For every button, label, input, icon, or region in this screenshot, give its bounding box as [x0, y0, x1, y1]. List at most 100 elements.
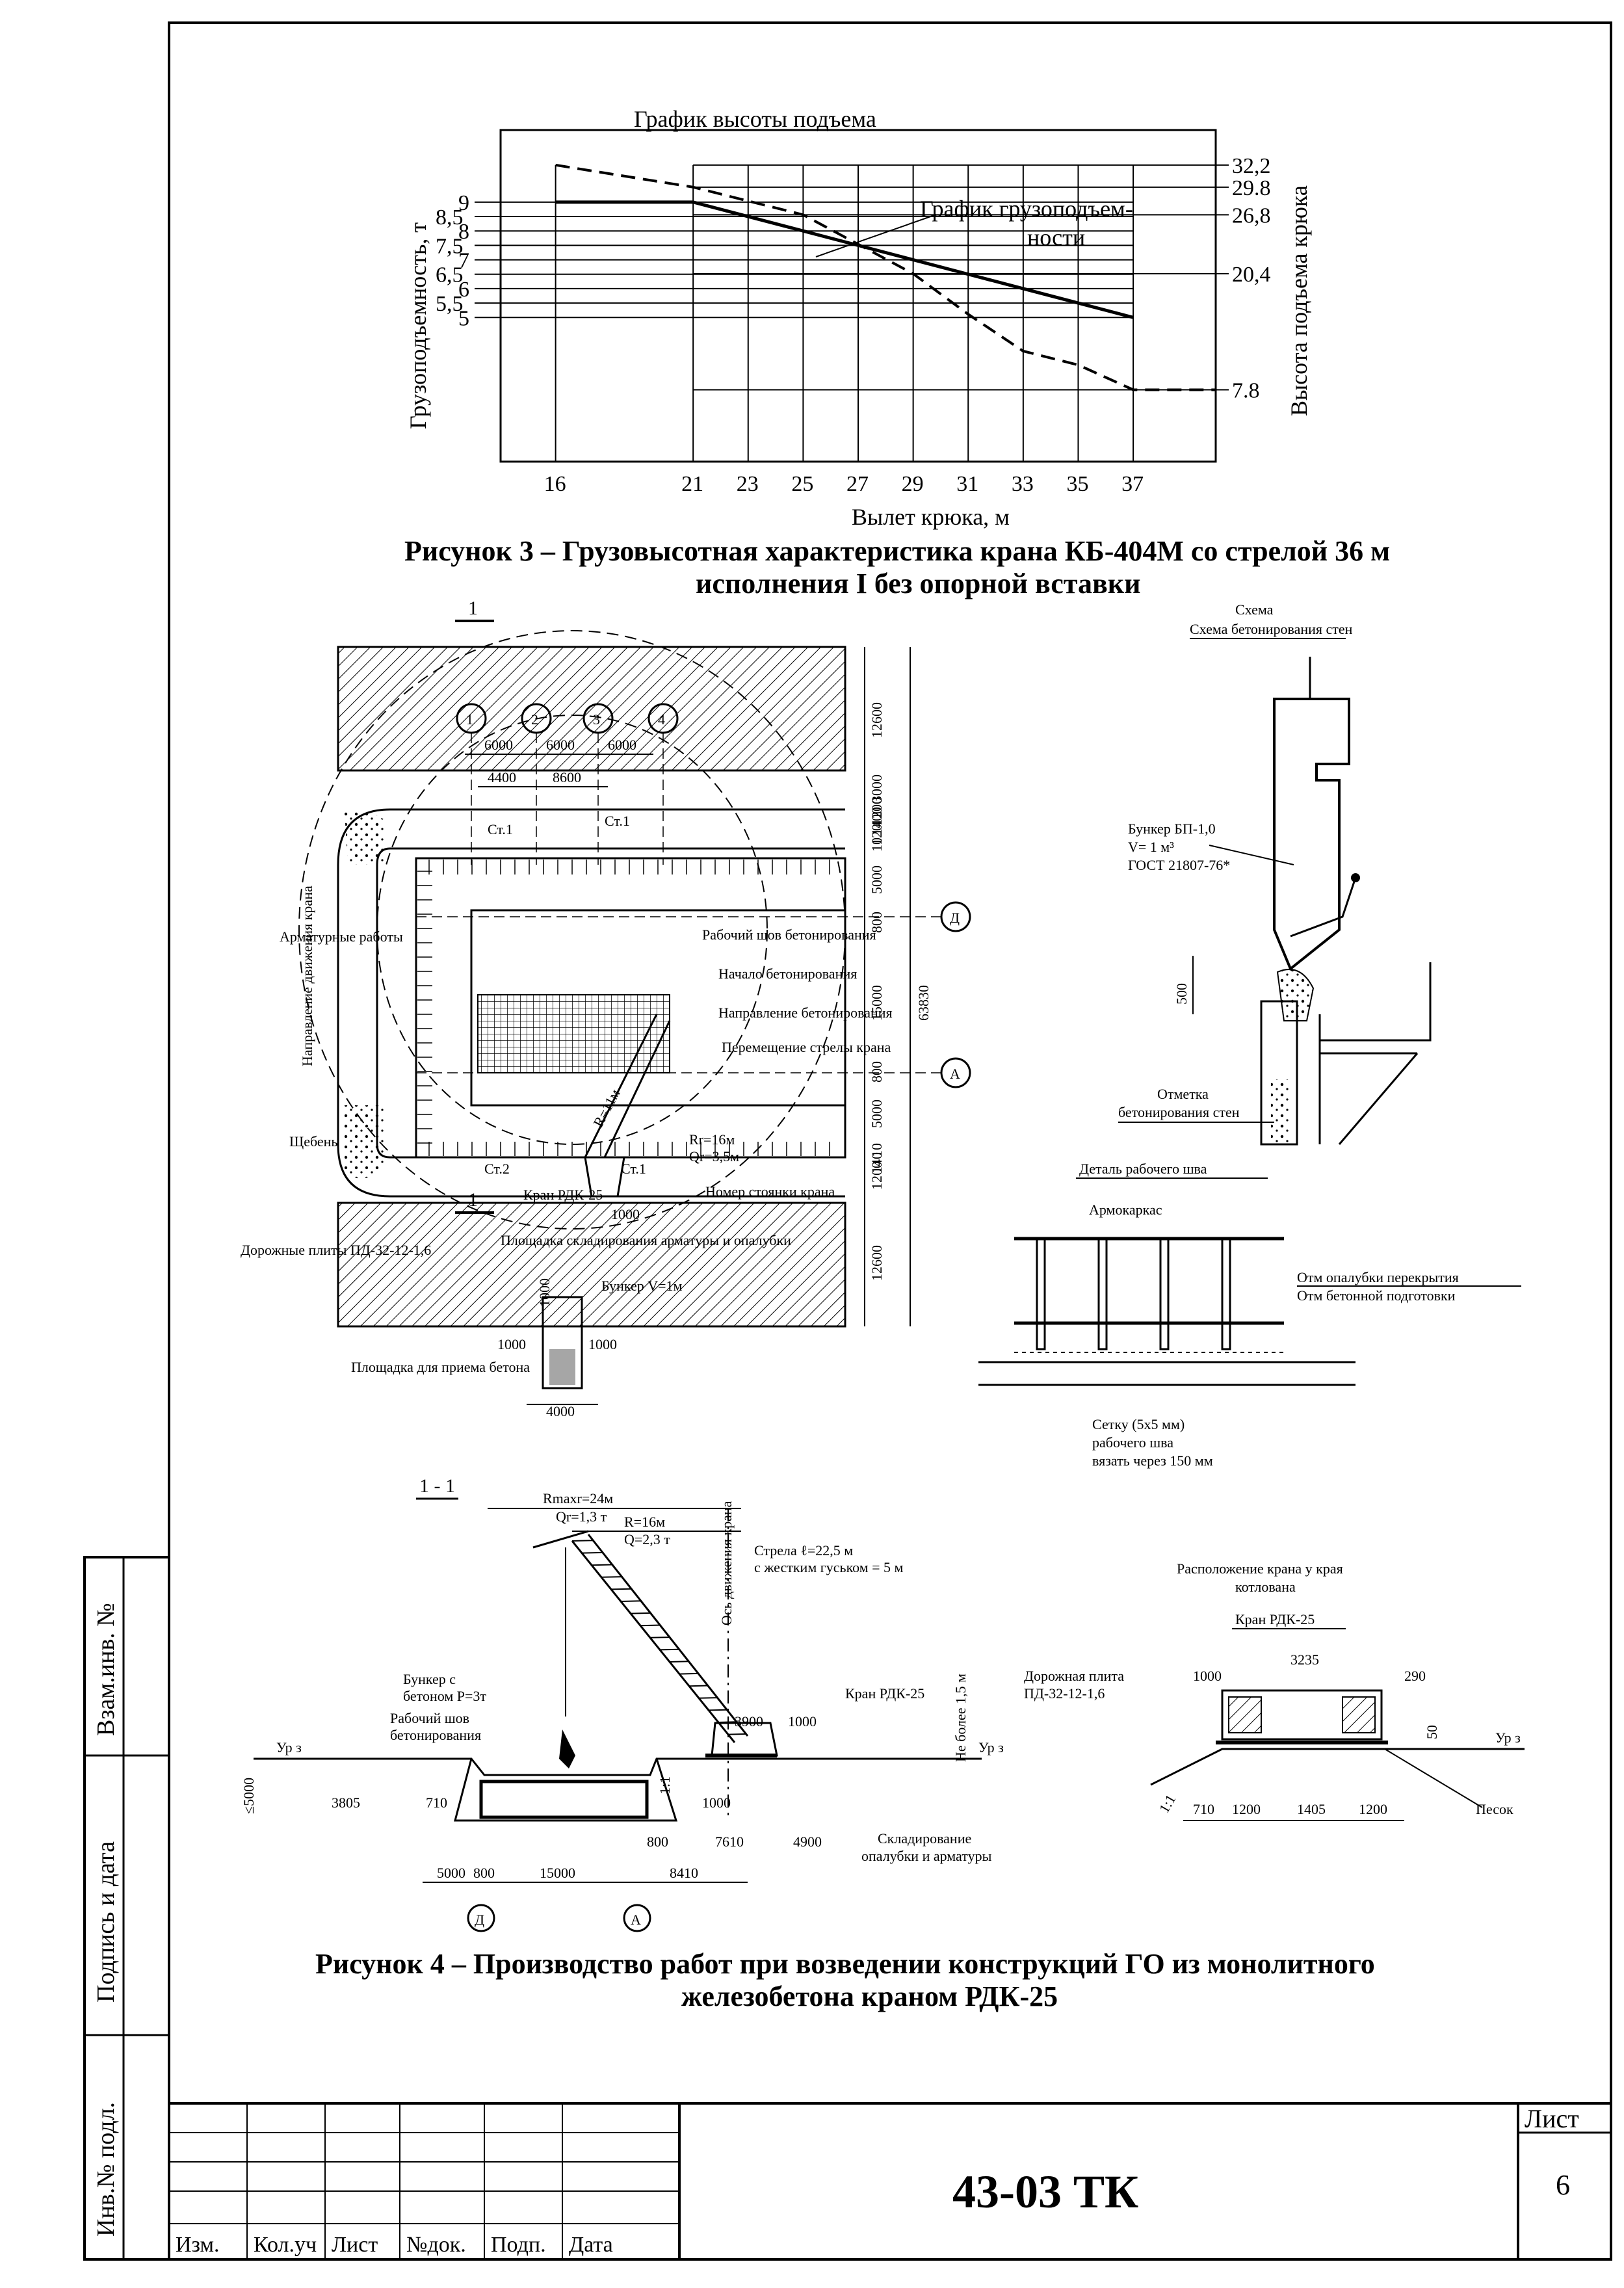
plan-right-dim: 10 [869, 837, 885, 852]
wall-concrete [1271, 1079, 1290, 1144]
section-seam1: Рабочий шов [390, 1710, 469, 1726]
wall-concreting-scheme: Схема Схема бетонирования стен Бункер БП… [1118, 601, 1432, 1146]
section-d3900: 3900 [735, 1713, 763, 1729]
chart-y-tick: 6 [458, 278, 469, 302]
plan-dir-conc-label: Направление бетонирования [718, 1005, 893, 1021]
plan-st1: Ст.1 [488, 821, 513, 837]
section-mark-bottom: 1 [468, 1189, 478, 1211]
sheet-number: 6 [1556, 2169, 1570, 2201]
crane-body [584, 1156, 625, 1198]
seam-mesh1: Сетку (5х5 мм) [1092, 1416, 1185, 1432]
chart-annotation-line2: ности [1027, 224, 1085, 250]
edge-d290: 290 [1404, 1668, 1426, 1684]
plan-right-dim: 3000 [869, 774, 885, 803]
plan-road-plates-label: Дорожные плиты ПД-32-12-1,6 [241, 1242, 431, 1258]
section-bunker1: Бункер с [403, 1671, 456, 1687]
boom-lattice-bar [649, 1637, 670, 1638]
section-d3805: 3805 [332, 1795, 360, 1811]
plan-top-dim: 6000 [484, 737, 513, 753]
section-storage2: опалубки и арматуры [861, 1848, 992, 1864]
plan-top-dim: 6000 [546, 737, 575, 753]
plan-rebar-label: Арматурные работы [280, 928, 403, 945]
fig3-caption-line1: Рисунок 3 – Грузовысотная характеристика… [404, 535, 1390, 567]
plan-right-dim: 15000 [869, 985, 885, 1021]
section-boom [571, 1534, 749, 1743]
chart-y-tick: 8 [458, 220, 469, 244]
edge-track-right [1342, 1696, 1376, 1733]
section-1-1: 1 - 1 Rmaxr=24м Qr=1,3 т R=16м Q=2,3 т О… [241, 1475, 1004, 1932]
chart-y-tick: 6,5 [436, 263, 464, 287]
chart-x-label: Вылет крюка, м [852, 504, 1010, 530]
chart-y-tick: 5,5 [436, 292, 464, 316]
section-d5000v: ≤5000 [241, 1778, 257, 1814]
section-axis-label: Ось движения крана [718, 1501, 735, 1625]
cage-stirrup [1159, 1237, 1170, 1350]
plan-right-dim: 120 [869, 824, 885, 845]
section-seam2: бетонирования [390, 1727, 481, 1743]
section-d7610: 7610 [715, 1834, 744, 1850]
plan-axis-label: А [950, 1066, 960, 1082]
section-boom1: Стрела ℓ=22,5 м [754, 1542, 853, 1558]
edge-d1405: 1405 [1297, 1801, 1326, 1817]
cage-stirrup [1036, 1237, 1046, 1350]
side-signature-date: Подпись и дата [92, 1841, 120, 2003]
plan-right-dim: 12600 [869, 1245, 885, 1281]
wall-bunker-line2: V= 1 м³ [1128, 839, 1174, 855]
plan-st2: Ст.2 [484, 1161, 510, 1177]
plan-dim-4000: 4000 [546, 1403, 575, 1419]
boom-lattice-bar [571, 1540, 594, 1542]
plan-storage-label: Площадка складирования арматуры и опалуб… [501, 1232, 791, 1248]
document-code: 43-03 ТК [952, 2166, 1138, 2218]
plan-st1c: Ст.1 [621, 1161, 646, 1177]
plan-top-dim: 8600 [553, 769, 581, 785]
plan-dim-1000c: 1000 [588, 1336, 617, 1352]
edge-sand: Песок [1476, 1801, 1513, 1817]
plan-start-label: Начало бетонирования [718, 966, 857, 982]
edge-ground [1150, 1748, 1525, 1786]
wall-mark-line2: бетонирования стен [1118, 1104, 1240, 1120]
side-strip-frame [83, 1556, 170, 2261]
bunker-outline [1273, 698, 1350, 971]
section-d5000: 5000 [437, 1865, 465, 1881]
plan-right-dim: 140 [869, 1152, 885, 1174]
wall-dim-500: 500 [1173, 983, 1190, 1005]
plan-receive-label: Площадка для приема бетона [351, 1359, 530, 1375]
section-qr: Qr=1,3 т [556, 1508, 607, 1525]
wall-mark-line1: Отметка [1157, 1086, 1209, 1102]
crane-edge-placement: Расположение крана у края котлована Кран… [1024, 1560, 1525, 1821]
stamp-col-label: №док. [406, 2233, 466, 2257]
section-axis-d-circle [467, 1904, 495, 1932]
edge-crane-body [1221, 1689, 1383, 1741]
plan-right-dim: 10 [869, 1143, 885, 1157]
bunker-gate [1290, 877, 1357, 938]
rebar-cage [1014, 1237, 1284, 1353]
boom-lattice-bar [591, 1564, 612, 1566]
plan-top-dim: 4400 [488, 769, 516, 785]
section-pit [454, 1758, 678, 1822]
slope-ticks [417, 860, 830, 1156]
section-bunker2: бетоном Р=3т [403, 1688, 486, 1704]
plan-direction-label: Направление движения крана [299, 886, 315, 1066]
edge-d50: 50 [1424, 1725, 1440, 1739]
section-title: 1 - 1 [419, 1475, 455, 1497]
wall-bunker-leader [1209, 845, 1294, 865]
chart-x-tick: 23 [737, 472, 759, 496]
plan-axis-label: 4 [658, 711, 665, 728]
plan-right-dim: 12600 [869, 702, 885, 738]
section-storage1: Складирование [878, 1830, 971, 1847]
chart-y-tick: 7 [458, 249, 469, 273]
formwork-brace [1318, 962, 1432, 1145]
section-mark-top: 1 [468, 598, 478, 619]
chart-x-tick: 35 [1066, 472, 1088, 496]
boom-lattice-bar [669, 1661, 689, 1663]
side-stamp-strip: Взам.инв. № Подпись и дата Инв.№ подл. [83, 1556, 170, 2261]
stamp-col-label: Лист [332, 2233, 378, 2257]
plan-axis-label: 2 [531, 711, 538, 728]
section-slope: 1:1 [657, 1776, 673, 1795]
wall-bunker-line3: ГОСТ 21807-76* [1128, 857, 1230, 873]
chart-x-tick: 21 [681, 472, 703, 496]
edge-crane: Кран РДК-25 [1235, 1611, 1315, 1627]
